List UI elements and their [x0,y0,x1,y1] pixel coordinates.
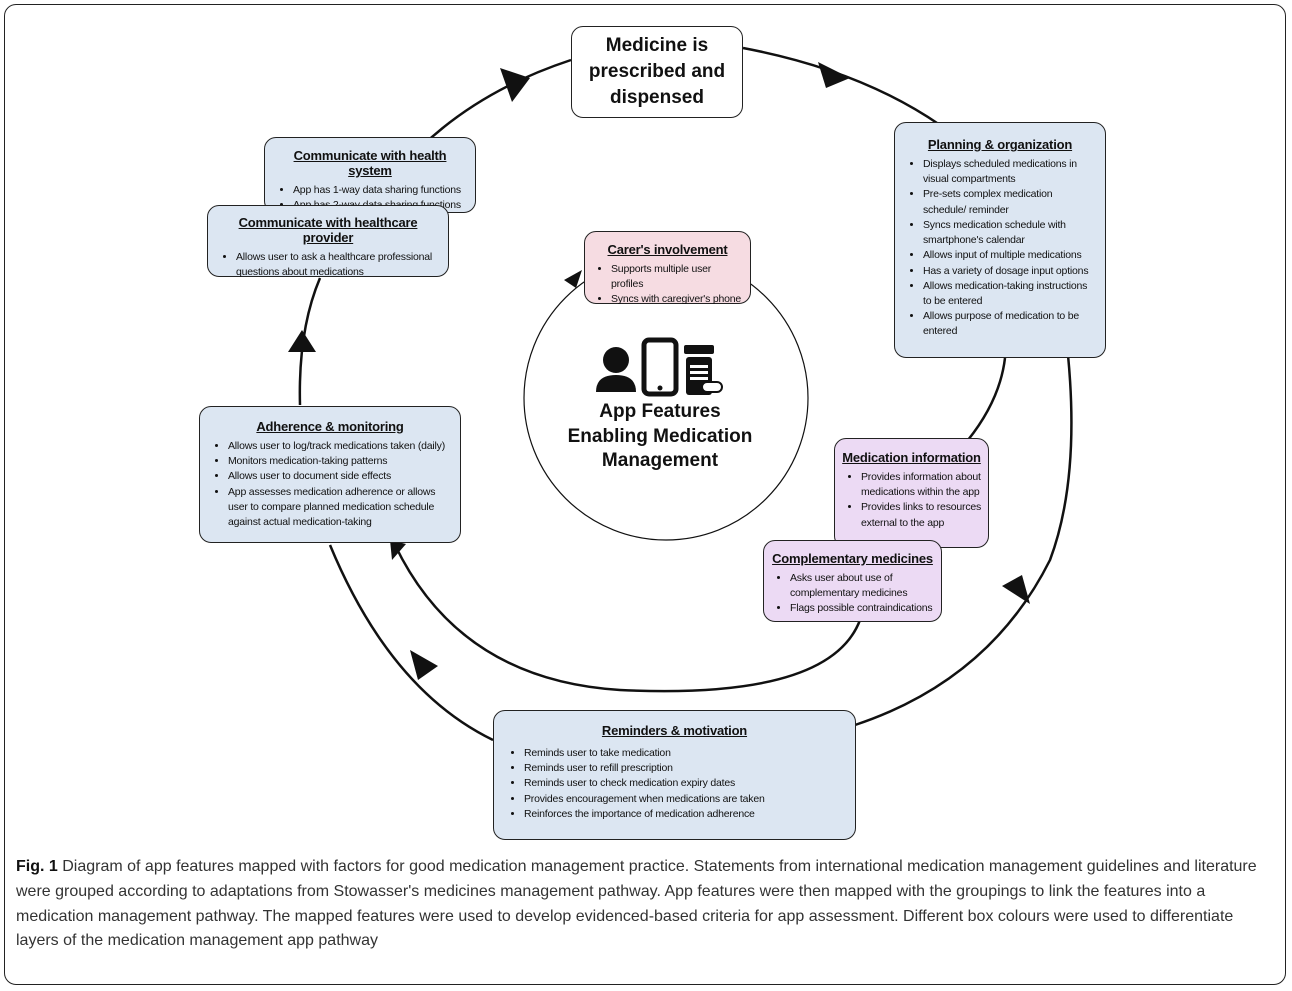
reminders-box: Reminders & motivation Reminds user to t… [493,710,856,840]
arc-top-to-planning [742,46,941,127]
caption-text: Diagram of app features mapped with fact… [16,858,1257,950]
center-title-line-3: Management [601,450,719,472]
arrowhead-inner [390,540,406,560]
adherence-item: Allows user to document side effects [228,469,452,484]
medication-information-item: Provides information about medications w… [861,470,982,500]
planning-item: Allows medication-taking instructions to… [923,279,1097,309]
arc-reminders-to-adherence [328,544,494,742]
planning-item: Syncs medication schedule with smartphon… [923,218,1097,248]
smartphone-icon [641,337,679,397]
arrowhead-top-right [818,62,850,88]
medication-information-box: Medication information Provides informat… [834,438,989,548]
center-title-line-2: Enabling Medication [567,425,753,447]
prescribed-dispensed-box: Medicine is prescribed and dispensed [571,26,743,118]
adherence-item: Allows user to log/track medications tak… [228,439,452,454]
carer-item: Supports multiple user profiles [611,262,744,292]
adherence-box: Adherence & monitoring Allows user to lo… [199,406,461,543]
reminders-item: Provides encouragement when medications … [524,792,845,807]
provider-box: Communicate with healthcare provider All… [207,205,449,280]
reminders-item: Reminds user to refill prescription [524,761,845,776]
reminders-item: Reinforces the importance of medication … [524,807,845,822]
arrowhead-bottom-left [410,650,438,680]
reminders-item: Reminds user to check medication expiry … [524,776,845,791]
medication-information-item: Provides links to resources external to … [861,500,982,530]
provider-title: Communicate with healthcare provider [238,215,418,245]
planning-item: Pre-sets complex medication schedule/ re… [923,187,1097,217]
adherence-item: App assesses medication adherence or all… [228,485,452,531]
complementary-medicines-title: Complementary medicines [772,551,933,566]
health-system-item: App has 1-way data sharing functions [293,183,467,198]
caption-label: Fig. 1 [16,858,58,875]
reminders-item: Reminds user to take medication [524,746,845,761]
health-system-title: Communicate with health system [293,148,447,178]
arc-provider-to-top [419,58,572,149]
connector-planning-to-medinfo [967,357,1007,441]
top-line-3: dispensed [610,87,704,109]
health-system-box: Communicate with health system App has 1… [264,137,476,213]
complementary-medicines-item: Asks user about use of complementary med… [790,571,935,601]
arrowhead-center-circle [564,270,582,288]
planning-item: Displays scheduled medications in visual… [923,157,1097,187]
medication-information-title: Medication information [842,450,981,465]
carer-item: Syncs with caregiver's phone [611,292,744,307]
carer-box: Carer's involvement Supports multiple us… [584,231,751,307]
top-line-2: prescribed and [588,60,726,82]
person-icon [596,347,636,392]
planning-box: Planning & organization Displays schedul… [894,122,1106,358]
arc-inner-complementary-to-adherence [393,544,862,693]
planning-item: Allows input of multiple medications [923,248,1097,263]
planning-item: Has a variety of dosage input options [923,264,1097,279]
center-title: App Features Enabling Medication Managem… [560,400,760,474]
complementary-medicines-item: Flags possible contraindications [790,601,935,616]
arrowhead-right [1002,575,1030,604]
adherence-title: Adherence & monitoring [256,419,404,434]
arrowhead-top-left [500,68,530,102]
figure-caption: Fig. 1 Diagram of app features mapped wi… [16,855,1278,954]
figure-frame [4,4,1286,985]
planning-title: Planning & organization [927,137,1073,152]
top-line-1: Medicine is [605,34,709,56]
center-icons [596,337,723,397]
arc-planning-to-reminders [854,354,1073,727]
provider-item: Allows user to ask a healthcare professi… [236,250,440,280]
complementary-medicines-box: Complementary medicines Asks user about … [763,540,942,622]
adherence-item: Monitors medication-taking patterns [228,454,452,469]
reminders-title: Reminders & motivation [601,723,748,738]
center-title-line-1: App Features [599,401,721,422]
arrowhead-left [288,330,316,352]
pill-bottle-icon [684,345,723,395]
planning-item: Allows purpose of medication to be enter… [923,309,1097,339]
carer-title: Carer's involvement [607,242,728,257]
